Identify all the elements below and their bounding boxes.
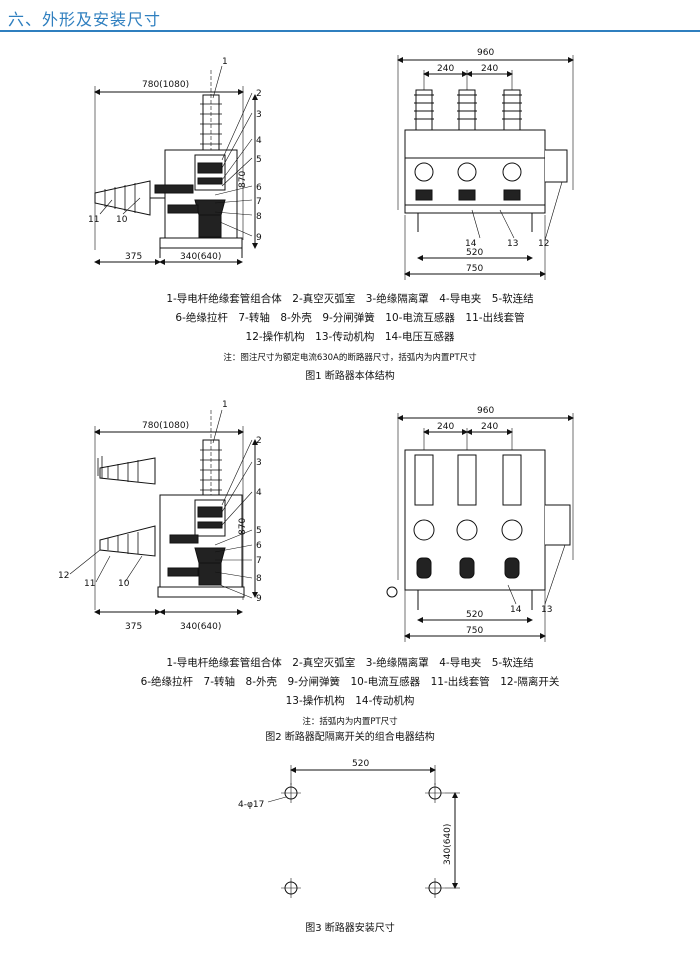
fig1-callout-14: 14 [465,239,477,249]
fig2-front-dim-pitch-b: 240 [481,422,498,432]
fig2-callout-12: 12 [58,571,69,581]
fig2-side-dim-height: 870 [238,518,248,535]
fig2-note: 注：括弧内为内置PT尺寸 [302,717,398,727]
fig1-callout-3: 3 [256,110,262,120]
fig1-legend-line-3: 12-操作机构 13-传动机构 14-电压互感器 [245,331,455,343]
fig2-callout-10: 10 [118,579,130,589]
fig2-callout-7: 7 [256,556,262,566]
mounting-hole-tr [425,783,445,803]
fig2-callout-4: 4 [256,488,262,498]
fig2-callout-13: 13 [541,605,552,615]
fig1-side-dim-bottom-right: 340(640) [180,252,221,262]
fig2-callout-6: 6 [256,541,262,551]
fig3-dim-width: 520 [352,759,369,769]
fig2-side-dim-bottom-right: 340(640) [180,622,221,632]
fig2-caption: 图2 断路器配隔离开关的组合电器结构 [265,732,435,743]
fig1-callout-8: 8 [256,212,262,222]
fig1-side-dim-bottom-left: 375 [125,252,142,262]
fig2-side-view [69,409,258,615]
fig2-side-dim-bottom-left: 375 [125,622,142,632]
fig1-front-dim-base: 520 [466,248,483,258]
fig2-callout-8: 8 [256,574,262,584]
fig1-front-view [397,55,574,280]
fig1-callout-1: 1 [222,57,228,67]
fig1-front-dim-width: 960 [477,48,494,58]
fig1-front-dim-pitch-b: 240 [481,64,498,74]
fig3-labels: 520 340(640) 4-φ17 [238,759,453,865]
fig3-caption: 图3 断路器安装尺寸 [305,923,395,934]
fig1-callout-10: 10 [116,215,128,225]
fig1-legend-line-2: 6-绝缘拉杆 7-转轴 8-外壳 9-分闸弹簧 10-电流互感器 11-出线套管 [175,312,525,324]
fig1-callout-13: 13 [507,239,518,249]
fig1-callout-2: 2 [256,89,262,99]
fig1-callout-5: 5 [256,155,262,165]
fig2-callout-14: 14 [510,605,522,615]
fig1-callout-7: 7 [256,197,262,207]
header-rule [0,30,700,32]
fig1-note: 注：图注尺寸为额定电流630A的断路器尺寸，括弧内为内置PT尺寸 [223,353,477,363]
fig2-front-dim-pitch-a: 240 [437,422,454,432]
fig2-front-dim-width: 960 [477,406,494,416]
mounting-hole-tl [281,783,301,803]
section-title: 六、外形及安装尺寸 [8,10,162,29]
fig1-caption: 图1 断路器本体结构 [305,371,395,382]
fig1-callout-4: 4 [256,136,262,146]
fig2-callout-5: 5 [256,526,262,536]
fig1-legend: 1-导电杆绝缘套管组合体 2-真空灭弧室 3-绝缘隔离罩 4-导电夹 5-软连结… [0,290,700,347]
fig1-front-dim-pitch-a: 240 [437,64,454,74]
fig1-side-labels: 780(1080) 375 340(640) 870 1 2 3 4 5 6 7… [88,57,262,262]
mounting-hole-bl [281,878,301,898]
fig2-side-labels: 780(1080) 375 340(640) 870 1 2 3 4 5 6 7… [58,400,262,632]
fig2-front-labels: 960 240 240 520 750 14 13 [437,406,552,636]
fig2-legend: 1-导电杆绝缘套管组合体 2-真空灭弧室 3-绝缘隔离罩 4-导电夹 5-软连结… [0,654,700,711]
fig1-callout-11: 11 [88,215,99,225]
fig2-legend-line-1: 1-导电杆绝缘套管组合体 2-真空灭弧室 3-绝缘隔离罩 4-导电夹 5-软连结 [166,657,534,669]
fig3-dim-height: 340(640) [443,824,453,865]
fig2-callout-1: 1 [222,400,228,410]
fig1-front-labels: 960 240 240 520 750 14 13 12 [437,48,549,274]
mounting-hole-br [425,878,445,898]
fig2-callout-11: 11 [84,579,95,589]
fig2-front-dim-total: 750 [466,626,483,636]
fig3-hole-label: 4-φ17 [238,800,264,810]
fig2-legend-line-2: 6-绝缘拉杆 7-转轴 8-外壳 9-分闸弹簧 10-电流互感器 11-出线套管… [140,676,560,688]
fig1-side-dim-top: 780(1080) [142,80,189,90]
fig2-front-view [386,413,574,642]
fig2-legend-line-3: 13-操作机构 14-传动机构 [285,695,415,707]
fig1-callout-6: 6 [256,183,262,193]
fig2-callout-3: 3 [256,458,262,468]
fig1-callout-12: 12 [538,239,549,249]
fig2-side-dim-top: 780(1080) [142,421,189,431]
fig2-callout-9: 9 [256,594,262,604]
fig2-front-dim-base: 520 [466,610,483,620]
page-header: 六、外形及安装尺寸 [0,0,700,34]
fig2-callout-2: 2 [256,436,262,446]
fig1-side-dim-height: 870 [238,171,248,188]
fig1-callout-9: 9 [256,233,262,243]
fig1-legend-line-1: 1-导电杆绝缘套管组合体 2-真空灭弧室 3-绝缘隔离罩 4-导电夹 5-软连结 [166,293,534,305]
fig1-front-dim-total: 750 [466,264,483,274]
fig3-mounting [267,765,460,898]
fig1-side-view [94,65,258,265]
